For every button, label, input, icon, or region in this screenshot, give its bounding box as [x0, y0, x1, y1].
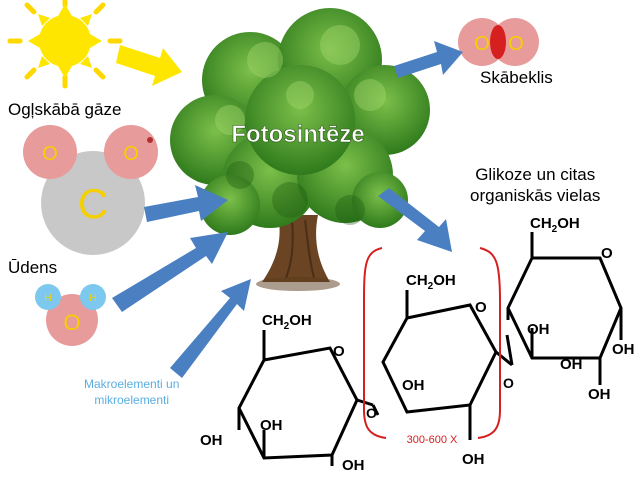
water-arrow	[112, 232, 228, 312]
ch2oh-group: CH2OH	[530, 215, 580, 235]
co2-arrow	[144, 185, 228, 222]
ring-oxygen: O	[475, 299, 487, 316]
oh-group: OH	[402, 377, 425, 394]
glucose-label-line1: Glikoze un citas	[475, 165, 596, 184]
glucose-ring-2	[381, 290, 514, 440]
ch2oh-group: CH2OH	[262, 312, 312, 332]
elements-label-line1: Makroelementi un	[84, 377, 180, 391]
oxygen-atom-label: O	[474, 33, 490, 55]
oxygen-atom-label: O	[123, 143, 139, 165]
photosynthesis-label: Fotosintēze	[231, 121, 364, 148]
water-label: Ūdens	[8, 258, 58, 277]
ch2oh-group: CH2OH	[406, 272, 456, 292]
ring-oxygen: O	[601, 245, 613, 262]
glucose-arrow	[378, 188, 452, 252]
oxygen-atom-label: O	[508, 33, 524, 55]
repeat-count-label: 300-600 X	[407, 434, 458, 446]
sun-icon	[7, 0, 123, 89]
oxygen-label: Skābeklis	[480, 68, 553, 87]
elements-label-line2: mikroelementi	[94, 393, 170, 407]
glucose-ring-1	[237, 330, 380, 466]
glucose-ring-2-labels: CH2OH O OH OH O	[402, 272, 514, 468]
photosynthesis-label-reflection: Fotosintēze	[231, 296, 364, 323]
oh-group: OH	[588, 386, 611, 403]
carbon-dioxide-molecule-icon: C O O	[23, 125, 158, 255]
oxygen-atom-label: O	[42, 143, 58, 165]
input-arrows	[112, 41, 463, 378]
oh-group: OH	[342, 457, 365, 474]
tree-icon	[170, 8, 430, 291]
glucose-ring-1-labels: CH2OH O OH OH OH O	[200, 312, 377, 474]
oh-group: OH	[612, 341, 635, 358]
oxygen-atom-label: O	[63, 310, 80, 335]
oh-group: OH	[200, 432, 223, 449]
glucose-label: Glikoze un citas organiskās vielas	[470, 164, 600, 206]
oxygen-molecule-icon: O O	[458, 18, 539, 66]
hydrogen-atom-label: H	[44, 293, 51, 304]
repeat-bracket	[363, 247, 501, 439]
bridge-oxygen: O	[366, 405, 377, 421]
glucose-ring-3	[506, 232, 623, 385]
elements-label: Makroelementi un mikroelementi	[84, 376, 179, 408]
carbon-dioxide-label: Ogļskābā gāze	[8, 100, 122, 119]
oxygen-arrow	[394, 41, 463, 78]
oh-group: OH	[260, 417, 283, 434]
glucose-ring-3-labels: CH2OH O OH OH OH OH	[527, 215, 635, 403]
bridge-oxygen: O	[503, 375, 514, 391]
sunlight-arrow	[116, 45, 182, 86]
oh-group: OH	[560, 356, 583, 373]
oh-group: OH	[527, 321, 550, 338]
glucose-label-line2: organiskās vielas	[470, 186, 601, 205]
water-molecule-icon: O H H	[35, 284, 106, 346]
carbon-atom-label: C	[78, 180, 108, 227]
hydrogen-atom-label: H	[89, 293, 96, 304]
ring-oxygen: O	[333, 343, 345, 360]
elements-arrow	[170, 279, 251, 378]
oh-group: OH	[462, 451, 485, 468]
